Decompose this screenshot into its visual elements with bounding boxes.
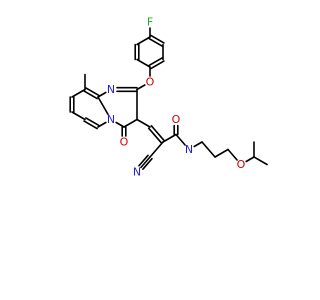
atom-label-O4: O — [120, 136, 129, 149]
atom-label-Oet: O — [237, 158, 246, 171]
bond-N1-C9a — [97, 91, 107, 98]
bond-Ccn-Ncn-c — [142, 157, 153, 170]
bond-Cv1-Cv2-b — [150, 125, 166, 142]
bond-C9-C9a-b — [85, 87, 100, 97]
bond-O_e-C2 — [136, 84, 146, 91]
bond-C5-C6-b — [83, 120, 98, 130]
bond-Ccn-Ncn-a — [140, 156, 151, 169]
bond-FP3-FP4-b — [150, 60, 165, 70]
bond-iPr-iMe1 — [253, 156, 268, 166]
bond-Cv2-Ccn — [149, 141, 164, 158]
atom-label-Ncn: N — [133, 166, 141, 179]
atom-label-Oam: O — [172, 113, 181, 126]
bond-Oet-iPr — [245, 156, 255, 163]
bond-Cv2-Cam — [162, 133, 177, 143]
bond-FP4-FP5 — [136, 58, 151, 68]
bond-P2-P3 — [214, 148, 229, 158]
bond-FP1-FP2-a — [148, 37, 163, 47]
bond-C6-C7 — [71, 111, 86, 121]
bond-NH-P1 — [193, 141, 203, 148]
bond-layer — [69, 27, 268, 170]
bond-N4-C4 — [115, 121, 125, 128]
bond-C3-Cv1 — [136, 118, 151, 128]
bond-C8-C9 — [71, 88, 86, 98]
atom-label-N4: N — [107, 113, 115, 126]
bond-C4-C3 — [123, 118, 138, 128]
bond-Cv1-Cv2-a — [147, 127, 163, 144]
atom-label-F: F — [147, 16, 153, 29]
bond-FP3-FP4-a — [148, 57, 163, 67]
atom-label-N1: N — [107, 83, 115, 96]
bond-N4-C5 — [97, 121, 107, 128]
atom-label-O_e: O — [146, 76, 155, 89]
bond-Cam-NH — [175, 133, 186, 146]
bond-C9-C9a-a — [83, 90, 98, 100]
bond-Ccn-Ncn-b — [138, 154, 149, 167]
bond-FP6-FP1 — [136, 36, 151, 46]
atom-label-NH: N — [185, 143, 193, 156]
bond-P1-P2 — [201, 141, 216, 158]
bond-FP1-FP2-b — [150, 34, 165, 44]
bond-C9a-N4 — [97, 96, 109, 116]
bond-C5-C6-a — [85, 117, 100, 127]
bond-P3-Oet — [227, 148, 238, 161]
